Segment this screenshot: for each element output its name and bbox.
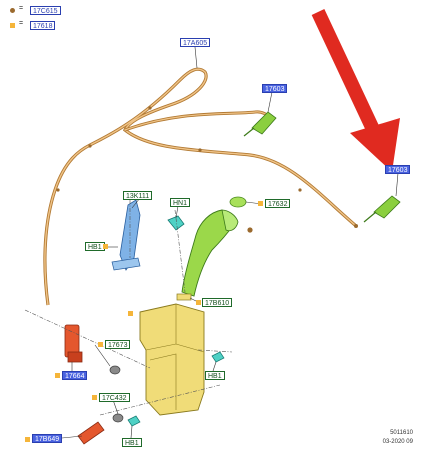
legend-label-17618: 17618 <box>30 21 56 30</box>
rear-pump-icon <box>77 421 105 445</box>
callout-17632: 17632 <box>265 199 291 208</box>
leader-lines <box>24 200 233 416</box>
callout-17a605: 17A605 <box>180 38 211 47</box>
hb1-connector-bottom-icon <box>127 415 141 427</box>
callout-13k111: 13K111 <box>123 191 153 200</box>
callout-17673: 17673 <box>105 340 131 349</box>
hb1-connector-right-icon <box>211 351 225 363</box>
callout-17603-upper: 17603 <box>262 84 288 93</box>
filler-tube-icon <box>176 209 239 301</box>
legend-equals: = <box>19 5 24 12</box>
marker-reservoir-icon <box>128 311 133 316</box>
mounting-bracket-icon <box>111 199 141 271</box>
footer-date: 03-2020 09 <box>382 439 413 445</box>
level-sensor-icon <box>109 365 121 375</box>
marker-hb1-top-icon <box>103 244 108 249</box>
callout-17664: 17664 <box>62 371 88 380</box>
legend-equals: = <box>19 20 24 27</box>
marker-17b649-icon <box>25 437 30 442</box>
callout-17b610: 17B610 <box>202 298 233 307</box>
callout-hb1-right: HB1 <box>205 371 225 380</box>
marker-17664-icon <box>55 373 60 378</box>
callout-17603-right: 17603 <box>385 165 411 174</box>
hn1-connector-icon <box>167 215 185 231</box>
callout-ticks <box>61 46 399 439</box>
filler-cap-icon <box>229 196 253 233</box>
callout-hn1: HN1 <box>170 198 191 207</box>
callout-17c432: 17C432 <box>99 393 130 402</box>
marker-17632-icon <box>258 201 263 206</box>
legend-brown-circle-icon <box>10 8 15 13</box>
washer-hose <box>43 67 358 306</box>
marker-17673-icon <box>98 342 103 347</box>
footer-doc-id: 5011610 <box>390 430 413 436</box>
nozzle-right-icon <box>363 195 401 223</box>
grommet-icon <box>112 413 124 423</box>
washer-pump-icon <box>64 324 83 363</box>
nozzle-upper-icon <box>243 111 277 137</box>
marker-17b610-icon <box>196 300 201 305</box>
callout-hb1-top: HB1 <box>85 242 105 251</box>
callout-hb1-bottom: HB1 <box>122 438 142 447</box>
legend-orange-square-icon <box>10 23 15 28</box>
washer-reservoir-icon <box>139 303 205 416</box>
callout-17b649: 17B649 <box>32 434 63 443</box>
red-pointer-arrow <box>311 9 400 172</box>
marker-17c432-icon <box>92 395 97 400</box>
legend-label-17c615: 17C615 <box>30 6 61 15</box>
